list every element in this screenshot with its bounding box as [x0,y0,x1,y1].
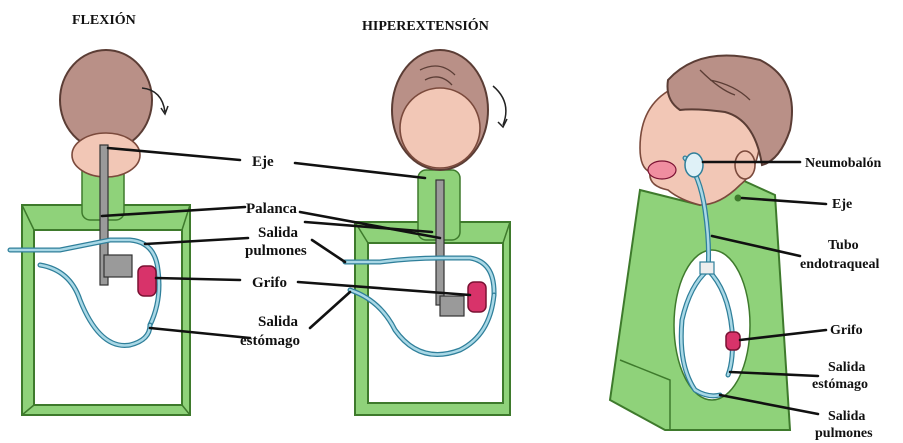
label-grifo-center: Grifo [252,275,287,291]
label-salida-estomago-center-2: estómago [240,333,300,349]
hyper-valve [468,282,486,312]
side-ear [735,151,755,179]
label-salida-estomago-right-2: estómago [812,377,868,392]
label-grifo-right: Grifo [830,323,863,338]
label-neumobalon: Neumobalón [805,156,881,171]
hyper-face [400,88,480,168]
label-salida-pulmones-center-2: pulmones [245,243,307,259]
label-salida-estomago-center-1: Salida [258,314,299,330]
label-salida-pulmones-right-1: Salida [828,409,865,424]
leader-pulmones-right [312,240,345,262]
label-salida-pulmones-center-1: Salida [258,225,299,241]
leader-estomago-right [310,292,350,328]
title-flexion: FLEXIÓN [72,11,136,28]
side-mouth [648,161,676,179]
label-salida-pulmones-right-2: pulmones [815,426,873,441]
label-tubo-1: Tubo [828,238,859,253]
leader-eje-right [295,163,425,178]
label-tubo-2: endotraqueal [800,257,879,272]
flexion-figure [10,50,190,415]
flexion-valve [138,266,156,296]
side-valve [726,332,740,350]
label-palanca: Palanca [246,201,297,217]
title-hyperextension: HIPEREXTENSIÓN [362,17,489,34]
side-balloon [685,153,703,177]
label-eje-center: Eje [252,154,274,170]
label-eje-right: Eje [832,197,852,212]
label-salida-estomago-right-1: Salida [828,360,865,375]
side-axis-dot [735,195,742,202]
hyper-lever [436,180,444,305]
